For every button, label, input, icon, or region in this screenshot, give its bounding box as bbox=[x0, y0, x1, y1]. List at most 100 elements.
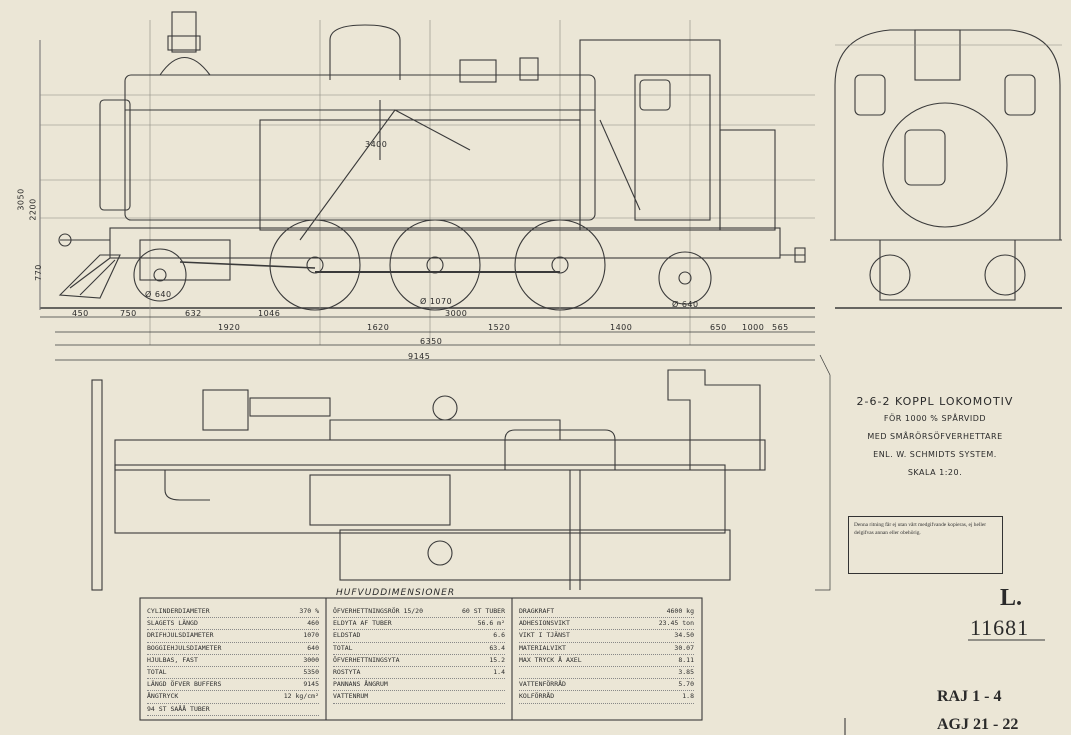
dim-label: 750 bbox=[120, 309, 137, 318]
height-label: 2200 bbox=[28, 198, 38, 221]
table-row: ÖFVERHETTNINGSRÖR 15/20 60 ST TUBER bbox=[333, 606, 505, 619]
row-value: 8.11 bbox=[678, 655, 694, 664]
row-label: PANNANS ÅNGRUM bbox=[333, 680, 388, 689]
row-value: 3.85 bbox=[678, 667, 694, 676]
row-value: 15.2 bbox=[489, 655, 505, 664]
table-heading: HUFVUDDIMENSIONER bbox=[336, 588, 456, 598]
dim-label: 9145 bbox=[408, 352, 431, 361]
row-value: 3000 bbox=[303, 655, 319, 664]
dim-label: 565 bbox=[772, 323, 789, 332]
table-row: VATTENFÖRRÅD 5.70 bbox=[519, 679, 694, 692]
table-row: ÖFVERHETTNINGSYTA 15.2 bbox=[333, 655, 505, 667]
table-row: ROSTYTA 1.4 bbox=[333, 667, 505, 680]
row-value: 640 bbox=[307, 643, 319, 652]
row-label: 94 ST SAÅÅ TUBER bbox=[147, 704, 210, 713]
table-row: VATTENRUM bbox=[333, 691, 505, 704]
row-value: 4600 kg bbox=[666, 607, 694, 615]
table-row: PANNANS ÅNGRUM bbox=[333, 679, 505, 692]
row-label: VATTENRUM bbox=[333, 692, 369, 701]
row-value bbox=[501, 679, 505, 690]
row-label: ÅNGTRYCK bbox=[147, 692, 179, 701]
row-label: DRIFHJULSDIAMETER bbox=[147, 631, 214, 640]
row-label: ÖFVERHETTNINGSYTA bbox=[333, 655, 400, 664]
row-label: LÄNGD ÖFVER BUFFERS bbox=[147, 680, 222, 689]
drawing-number: 11681 bbox=[970, 615, 1030, 640]
row-value: 56.6 m² bbox=[477, 619, 505, 628]
row-label: ELDSTAD bbox=[333, 631, 361, 640]
table-row: BOGGIEHJULSDIAMETER 640 bbox=[147, 643, 319, 655]
dim-label: 1000 bbox=[742, 323, 765, 332]
row-label: ADHESIONSVIKT bbox=[519, 619, 570, 628]
drawing-title: 2-6-2 KOPPL LOKOMOTIV bbox=[856, 395, 1014, 408]
row-value: 60 ST TUBER bbox=[461, 607, 505, 615]
dim-label: 6350 bbox=[420, 337, 443, 346]
row-value: 1.4 bbox=[493, 667, 505, 676]
dim-label: 1920 bbox=[218, 323, 241, 332]
wheel-label: Ø 640 bbox=[145, 290, 172, 299]
table-row: MATERIALVIKT 30.07 bbox=[519, 643, 694, 655]
row-label: ÖFVERHETTNINGSRÖR 15/20 bbox=[333, 607, 424, 615]
wheel-label: Ø 640 bbox=[672, 300, 699, 309]
row-label: VATTENFÖRRÅD bbox=[519, 680, 566, 689]
row-label: TOTAL bbox=[333, 643, 353, 652]
height-label: 770 bbox=[33, 264, 43, 281]
sheet-letter: L. bbox=[1000, 585, 1023, 611]
dim-label: 1400 bbox=[610, 323, 633, 332]
row-label: CYLINDERDIAMETER bbox=[147, 607, 210, 615]
drawing-subtitle: MED SMÅRÖRSÖFVERHETTARE bbox=[867, 432, 1003, 441]
table-row: HJULBAS, FAST 3000 bbox=[147, 655, 319, 667]
row-value: 30.07 bbox=[674, 643, 694, 652]
table-row: 3.85 bbox=[519, 667, 694, 680]
railway-code: RAJ 1 - 4 bbox=[937, 688, 1002, 705]
row-value: 63.4 bbox=[489, 643, 505, 652]
row-value: 34.50 bbox=[674, 631, 694, 640]
copyright-stamp: Denna ritning får ej utan vårt medgifvan… bbox=[848, 516, 1003, 574]
row-value: 5350 bbox=[303, 667, 319, 676]
row-label: VIKT I TJÄNST bbox=[519, 631, 570, 640]
table-row: ELDYTA AF TUBER 56.6 m² bbox=[333, 618, 505, 631]
table-row: 94 ST SAÅÅ TUBER bbox=[147, 704, 319, 716]
row-label: DRAGKRAFT bbox=[519, 607, 555, 615]
dim-label: 1046 bbox=[258, 309, 281, 318]
drawing-scale: SKALA 1:20. bbox=[907, 468, 963, 477]
table-row: TOTAL 63.4 bbox=[333, 643, 505, 655]
drawing-subtitle: FÖR 1000 % SPÅRVIDD bbox=[883, 414, 987, 423]
dim-label: 450 bbox=[72, 309, 89, 318]
row-value: 5.70 bbox=[678, 680, 694, 689]
row-label: BOGGIEHJULSDIAMETER bbox=[147, 643, 222, 652]
row-label: ELDYTA AF TUBER bbox=[333, 619, 392, 628]
row-label: HJULBAS, FAST bbox=[147, 655, 198, 664]
row-value: 460 bbox=[307, 619, 319, 628]
row-value: 12 kg/cm² bbox=[283, 692, 319, 701]
wheel-label: Ø 1070 bbox=[420, 297, 453, 306]
dim-label: 3400 bbox=[365, 140, 388, 149]
row-label: MATERIALVIKT bbox=[519, 643, 566, 652]
height-label: 3050 bbox=[16, 188, 26, 211]
row-value bbox=[501, 691, 505, 702]
row-value: 370 % bbox=[299, 607, 319, 615]
dimensions-column: ÖFVERHETTNINGSRÖR 15/20 60 ST TUBER ELDYTA… bbox=[333, 606, 505, 704]
row-value: 1.8 bbox=[682, 692, 694, 701]
table-row: VIKT I TJÄNST 34.50 bbox=[519, 630, 694, 643]
table-row: DRAGKRAFT 4600 kg bbox=[519, 606, 694, 619]
row-label: TOTAL bbox=[147, 667, 167, 676]
dim-label: 3000 bbox=[445, 309, 468, 318]
table-row: CYLINDERDIAMETER 370 % bbox=[147, 606, 319, 619]
row-value: 6.6 bbox=[493, 631, 505, 640]
drawing-subtitle: ENL. W. SCHMIDTS SYSTEM. bbox=[873, 450, 997, 459]
dim-label: 650 bbox=[710, 323, 727, 332]
row-value bbox=[315, 704, 319, 715]
dim-label: 1520 bbox=[488, 323, 511, 332]
row-label: ROSTYTA bbox=[333, 667, 361, 676]
dim-label: 1620 bbox=[367, 323, 390, 332]
